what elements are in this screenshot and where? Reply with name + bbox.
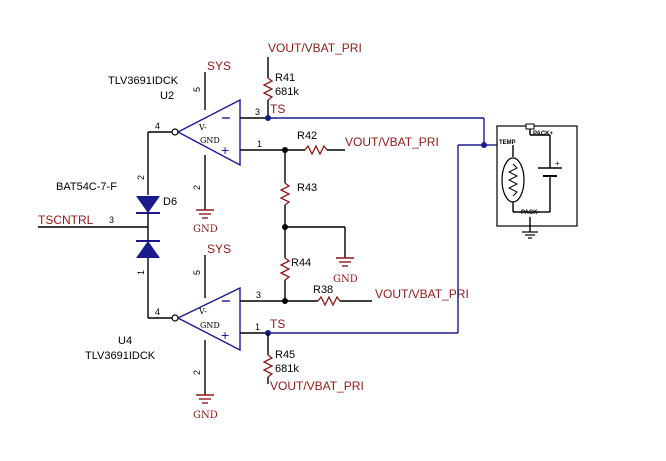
comparator-u2: V- GND + 5 2 3 1 4 SYS TLV3691IDCK U2 <box>108 59 285 210</box>
r41-zigzag <box>262 77 274 101</box>
u2-pin4-num: 4 <box>155 121 160 131</box>
ts-label-bottom: TS <box>270 317 285 331</box>
r42-reference: R42 <box>297 130 317 142</box>
gnd-label-u4: GND <box>193 410 218 421</box>
u2-pin5-num: 5 <box>192 87 202 92</box>
r44-zigzag <box>279 257 291 281</box>
battery-pack-outline <box>496 125 578 227</box>
u2-pin3-num: 3 <box>255 107 260 117</box>
r42-zigzag <box>304 144 328 156</box>
u4-plus-sign: + <box>221 327 229 343</box>
resistor-r41: VOUT/VBAT_PRI R41 681k TS <box>262 41 362 121</box>
tscntrl-label: TSCNTRL <box>38 213 94 227</box>
u4-sys-label: SYS <box>207 242 231 256</box>
r43-reference: R43 <box>297 182 317 194</box>
r45-value: 681k <box>275 363 299 375</box>
d6-pin1-num: 1 <box>136 270 146 275</box>
u4-pin4-num: 4 <box>155 307 160 317</box>
d6-lower-diode <box>136 241 160 258</box>
u4-gnd-label: GND <box>200 321 220 330</box>
r41-value: 681k <box>275 86 299 98</box>
battery-temp-label: TEMP <box>499 140 516 146</box>
u4-vminus-label: V- <box>198 307 207 316</box>
tscntrl-net: TSCNTRL 3 <box>38 213 148 228</box>
gnd-label-divider: GND <box>333 274 358 285</box>
resistor-r43: R43 <box>279 150 317 227</box>
u2-part-number: TLV3691IDCK <box>108 75 179 87</box>
resistor-r42: R42 VOUT/VBAT_PRI <box>282 130 439 156</box>
r38-zigzag <box>317 295 341 307</box>
r41-reference: R41 <box>275 72 295 84</box>
d6-reference: D6 <box>163 196 177 208</box>
r45-zigzag <box>262 354 274 378</box>
r42-vout-label: VOUT/VBAT_PRI <box>345 135 439 149</box>
u4-reference: U4 <box>118 335 132 347</box>
u4-pin5-num: 5 <box>192 270 202 275</box>
u4-pin1-num: 1 <box>255 322 260 332</box>
u4-pin3-num: 3 <box>256 290 261 300</box>
comparator-u4: V- GND + 5 2 3 1 4 SYS U4 TLV3691IDCK <box>85 242 285 395</box>
d6-pin2-num: 2 <box>136 175 146 180</box>
u2-vminus-label: V- <box>198 123 207 132</box>
battery-pack: TEMP PACK+ + PACK- <box>484 123 578 239</box>
d6-pin3-num: 3 <box>109 215 114 225</box>
battery-packp-label: PACK+ <box>533 131 554 137</box>
gnd-label-u2: GND <box>193 224 218 235</box>
r45-reference: R45 <box>275 349 295 361</box>
resistor-r44: R44 <box>279 227 311 304</box>
gnd-symbol-u4: GND <box>193 394 218 421</box>
u4-triangle <box>176 286 241 352</box>
ts-label-top: TS <box>270 102 285 116</box>
r45-vout-label: VOUT/VBAT_PRI <box>270 379 364 393</box>
resistor-r38: R38 VOUT/VBAT_PRI <box>285 284 469 307</box>
u4-pin2-num: 2 <box>192 370 202 375</box>
u2-pin1-num: 1 <box>257 139 262 149</box>
u4-part-number: TLV3691IDCK <box>85 350 156 362</box>
d6-upper-diode <box>136 196 160 213</box>
r44-reference: R44 <box>291 257 311 269</box>
gnd-symbol-u2: GND <box>193 209 218 235</box>
r38-reference: R38 <box>313 284 333 296</box>
u2-output-bubble <box>171 128 179 136</box>
d6-part-number: BAT54C-7-F <box>56 181 117 193</box>
u2-sys-label: SYS <box>207 59 231 73</box>
u2-pin2-num: 2 <box>192 185 202 190</box>
u2-plus-sign: + <box>221 142 229 158</box>
r38-vout-label: VOUT/VBAT_PRI <box>375 287 469 301</box>
u4-output-bubble <box>171 314 179 322</box>
battery-plus-sign: + <box>555 159 560 168</box>
divider-gnd-branch: GND <box>282 224 358 285</box>
battery-packm-label: PACK- <box>521 210 540 216</box>
u2-triangle <box>176 98 241 167</box>
r41-vout-label: VOUT/VBAT_PRI <box>268 41 362 55</box>
u2-gnd-label: GND <box>200 136 220 145</box>
resistor-r45: TS R45 681k VOUT/VBAT_PRI <box>262 317 364 393</box>
r43-zigzag <box>279 182 291 206</box>
u2-reference: U2 <box>160 90 174 102</box>
